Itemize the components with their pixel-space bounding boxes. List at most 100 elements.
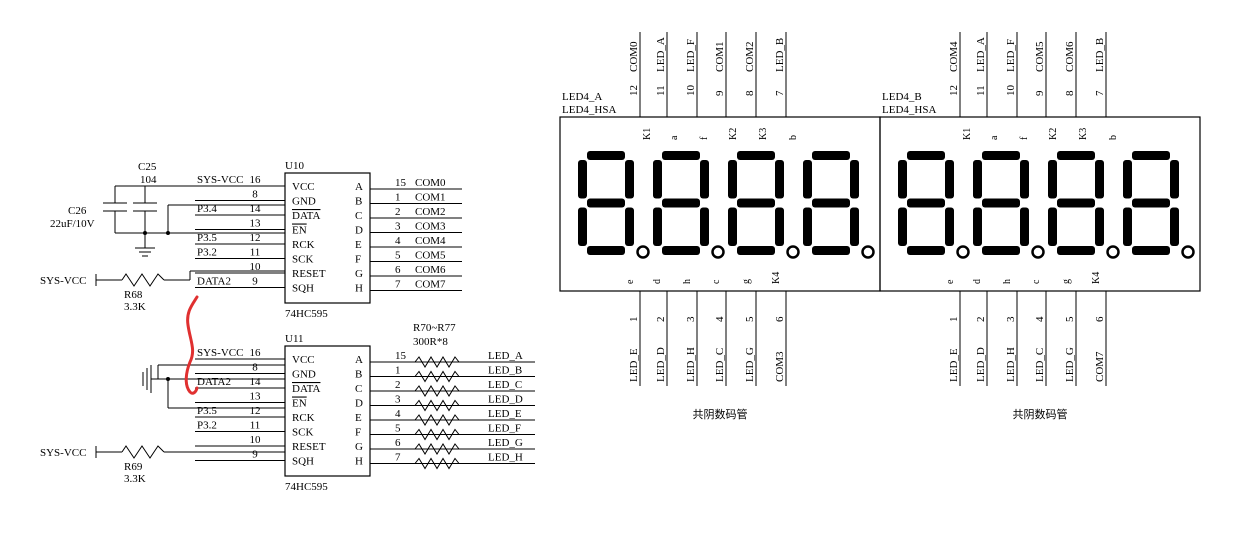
decimal-point	[786, 245, 800, 259]
segment	[1170, 207, 1179, 246]
segment	[982, 246, 1020, 255]
net-label: LED_C	[1034, 348, 1046, 382]
pin-letter: G	[355, 441, 363, 453]
inner-pin-label: a	[989, 135, 1000, 140]
resistor-symbol	[414, 414, 460, 426]
pin-number: 2	[395, 379, 401, 391]
segment	[803, 160, 812, 199]
inner-pin-label: K3	[758, 128, 769, 140]
pin-name: GND	[292, 196, 316, 208]
net-label: COM2	[744, 41, 756, 72]
net-label: LED_E	[948, 348, 960, 382]
pin-number: 8	[1064, 90, 1076, 96]
resistor-symbol	[414, 399, 460, 412]
sys-vcc-label: SYS-VCC	[40, 275, 86, 287]
pin-number: 7	[1094, 90, 1106, 96]
pin-number: 1	[395, 192, 401, 204]
segment	[1132, 151, 1170, 160]
decimal-point	[956, 245, 970, 259]
segment	[1123, 207, 1132, 246]
segment	[1123, 160, 1132, 199]
net-label: P3.2	[197, 420, 217, 432]
pin-number: 14	[250, 203, 262, 215]
inner-pin-label: h	[682, 279, 693, 284]
segment	[737, 198, 775, 208]
net-label: SYS-VCC	[197, 174, 243, 186]
pin-number: 5	[744, 316, 756, 322]
pin-number: 1	[948, 317, 960, 323]
pin-number: 7	[395, 279, 401, 291]
segment	[1020, 207, 1029, 246]
pin-letter: D	[355, 225, 363, 237]
c25-ref: C25	[138, 161, 157, 173]
resistor-array-ref: R70~R77	[413, 322, 456, 334]
segment	[737, 151, 775, 160]
net-label: LED_F	[1005, 39, 1017, 72]
segment	[1095, 207, 1104, 246]
pin-number: 11	[655, 85, 667, 96]
resistor-symbol	[414, 443, 460, 455]
decimal-point	[711, 245, 725, 259]
segment	[945, 160, 954, 199]
net-label: LED_H	[488, 452, 523, 464]
display-caption: 共阴数码管	[1013, 407, 1068, 421]
pin-number: 12	[250, 405, 261, 417]
segment	[587, 198, 625, 208]
inner-pin-label: K1	[642, 128, 653, 140]
segment	[812, 246, 850, 255]
pin-number: 4	[714, 316, 726, 322]
display-ref: LED4_B	[882, 91, 922, 103]
segment	[850, 207, 859, 246]
segment	[587, 151, 625, 160]
net-label: COM5	[415, 250, 446, 262]
inner-pin-label: K1	[962, 128, 973, 140]
segment	[1048, 160, 1057, 199]
inner-pin-label: K4	[771, 272, 782, 284]
net-label: COM7	[1094, 351, 1106, 382]
pin-number: 14	[250, 376, 262, 388]
pin-number: 6	[1094, 316, 1106, 322]
segment	[1057, 151, 1095, 160]
pin-number: 7	[395, 452, 401, 464]
net-label: LED_E	[488, 408, 522, 420]
inner-pin-label: f	[1019, 136, 1030, 140]
inner-pin-label: c	[1031, 279, 1042, 284]
resistor-symbol	[414, 385, 460, 397]
decimal-point	[1181, 245, 1195, 259]
pin-letter: E	[355, 239, 362, 251]
net-label: LED_B	[1094, 38, 1106, 72]
net-label: COM7	[415, 279, 446, 291]
pin-number: 9	[714, 90, 726, 96]
pin-number: 10	[685, 85, 697, 97]
pin-letter: D	[355, 398, 363, 410]
pin-number: 5	[395, 423, 401, 435]
pin-letter: A	[355, 354, 363, 366]
segment	[662, 151, 700, 160]
pin-number: 4	[1034, 316, 1046, 322]
net-label: LED_D	[488, 394, 523, 406]
inner-pin-label: c	[711, 279, 722, 284]
net-label: LED_A	[655, 37, 667, 72]
ground-icon	[135, 247, 155, 257]
segment	[653, 160, 662, 199]
pullup-r68: SYS-VCC R68 3.3K	[40, 270, 285, 313]
inner-pin-label: d	[972, 279, 983, 284]
net-label: COM3	[774, 351, 786, 382]
pin-number: 16	[250, 347, 262, 359]
segment	[700, 160, 709, 199]
decimal-point	[1106, 245, 1120, 259]
pin-name: RCK	[292, 239, 315, 251]
display-caption: 共阴数码管	[693, 407, 748, 421]
net-label: LED_G	[488, 437, 523, 449]
pin-number: 9	[252, 276, 258, 288]
pin-number: 3	[395, 394, 401, 406]
net-label: P3.4	[197, 203, 217, 215]
r68-value: 3.3K	[124, 301, 146, 313]
pin-number: 3	[1005, 316, 1017, 322]
pin-letter: F	[355, 427, 361, 439]
pin-number: 10	[250, 261, 262, 273]
pin-number: 12	[628, 85, 640, 96]
pin-letter: B	[355, 196, 362, 208]
segment	[907, 198, 945, 208]
decoupling-capacitors: C25 104 C26 22uF/10V	[50, 161, 285, 257]
